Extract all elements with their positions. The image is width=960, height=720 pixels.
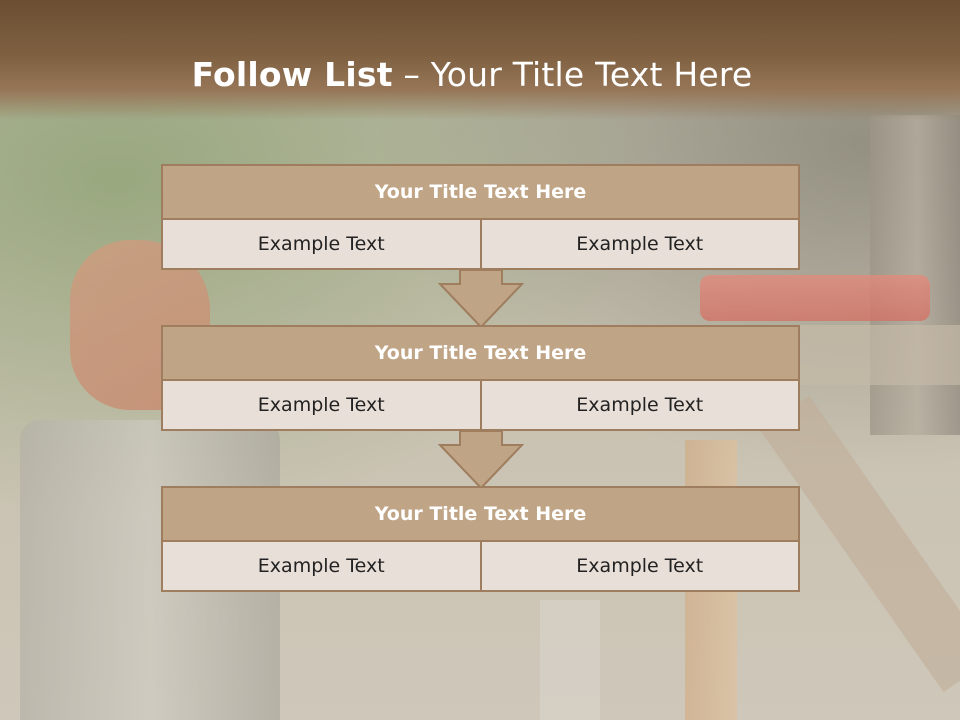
slide-title-rest: – Your Title Text Here: [392, 55, 753, 94]
background-trowel: [540, 600, 600, 720]
background-red-tool-handle: [700, 275, 930, 321]
item-left-text: Example Text: [161, 542, 482, 592]
item-title: Your Title Text Here: [161, 164, 800, 220]
list-item-1: Your Title Text Here Example Text Exampl…: [161, 164, 800, 270]
item-row: Example Text Example Text: [161, 542, 800, 592]
list-item-2: Your Title Text Here Example Text Exampl…: [161, 325, 800, 431]
list-item-3: Your Title Text Here Example Text Exampl…: [161, 486, 800, 592]
item-right-text: Example Text: [481, 542, 800, 592]
item-row: Example Text Example Text: [161, 220, 800, 270]
header-band: [0, 0, 960, 120]
background-bench-top: [800, 325, 960, 385]
down-arrow-icon: [438, 270, 524, 328]
slide-title: Follow List – Your Title Text Here: [0, 55, 944, 95]
item-left-text: Example Text: [161, 381, 482, 431]
item-title: Your Title Text Here: [161, 325, 800, 381]
down-arrow-icon: [438, 431, 524, 489]
item-left-text: Example Text: [161, 220, 482, 270]
item-right-text: Example Text: [481, 381, 800, 431]
slide-title-bold: Follow List: [191, 55, 393, 94]
item-title: Your Title Text Here: [161, 486, 800, 542]
item-right-text: Example Text: [481, 220, 800, 270]
item-row: Example Text Example Text: [161, 381, 800, 431]
